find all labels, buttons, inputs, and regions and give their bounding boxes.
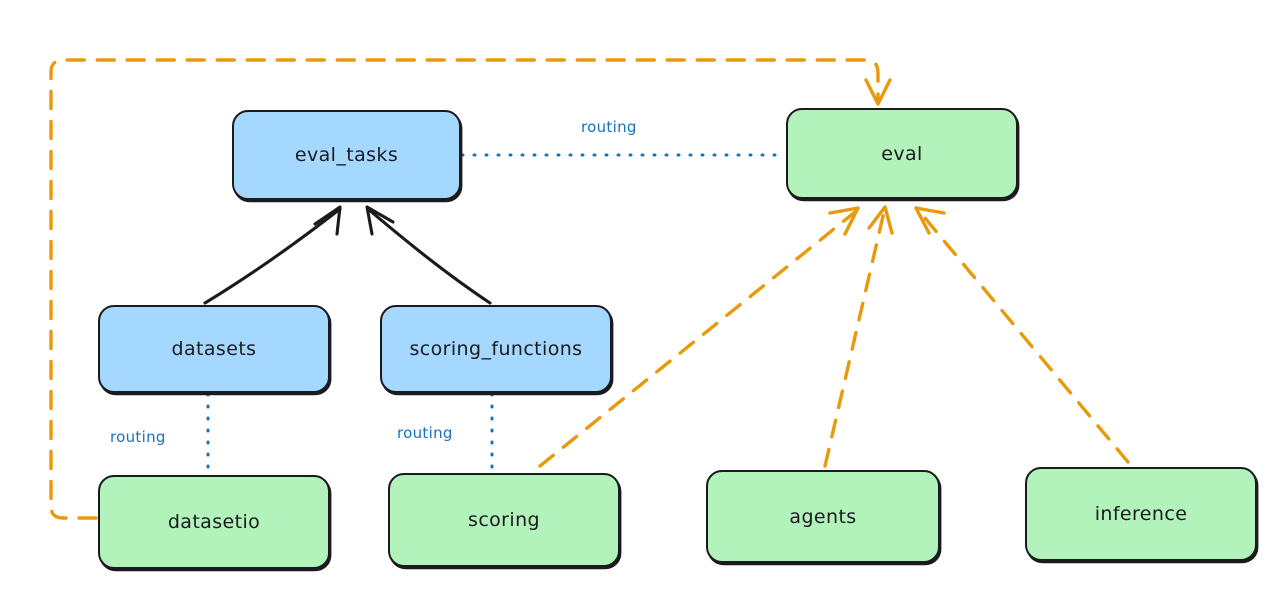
node-agents[interactable]: agents bbox=[706, 470, 940, 563]
node-datasetio[interactable]: datasetio bbox=[98, 475, 330, 569]
edge-agents-to-eval bbox=[823, 205, 894, 468]
node-scoring[interactable]: scoring bbox=[388, 473, 620, 567]
edge-datasetio-to-eval bbox=[49, 58, 892, 520]
node-label-datasets: datasets bbox=[171, 338, 257, 360]
edge-scoring-functions-to-eval-tasks bbox=[365, 205, 492, 305]
node-inference[interactable]: inference bbox=[1025, 467, 1257, 561]
edge-inference-to-eval bbox=[914, 206, 1130, 464]
edge-datasets-to-eval-tasks bbox=[203, 205, 342, 305]
node-scoring-functions[interactable]: scoring_functions bbox=[380, 305, 612, 393]
edge-label-routing-datasets: routing bbox=[110, 428, 166, 446]
node-eval-tasks[interactable]: eval_tasks bbox=[232, 110, 461, 200]
node-eval[interactable]: eval bbox=[786, 108, 1018, 199]
node-label-scoring: scoring bbox=[468, 509, 540, 531]
node-datasets[interactable]: datasets bbox=[98, 305, 330, 393]
node-label-eval: eval bbox=[881, 142, 923, 165]
node-label-inference: inference bbox=[1094, 503, 1188, 525]
edge-label-routing-scoring: routing bbox=[397, 424, 453, 442]
node-label-datasetio: datasetio bbox=[167, 511, 261, 533]
node-label-scoring-functions: scoring_functions bbox=[409, 338, 583, 360]
node-label-agents: agents bbox=[789, 505, 857, 528]
node-label-eval-tasks: eval_tasks bbox=[294, 144, 399, 166]
edge-label-routing-eval: routing bbox=[581, 118, 637, 136]
